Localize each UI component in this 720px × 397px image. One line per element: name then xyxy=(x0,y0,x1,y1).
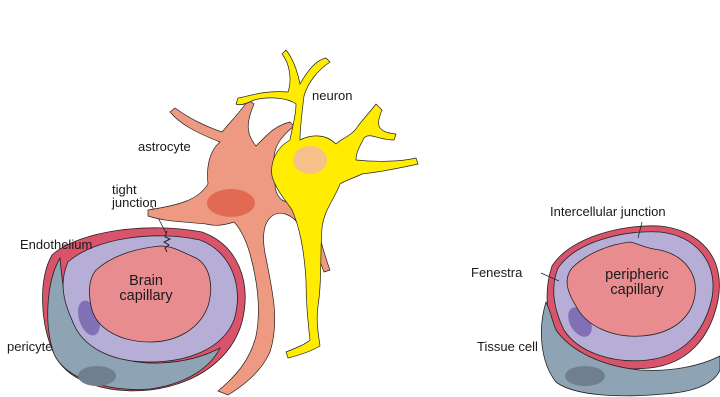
tissue-cell-label: Tissue cell xyxy=(477,340,538,354)
pericyte-nucleus xyxy=(78,366,116,386)
peripheric-capillary-group xyxy=(541,222,720,396)
peripheric-capillary-label-line2: capillary xyxy=(596,283,678,297)
fenestra-label: Fenestra xyxy=(471,266,522,280)
astrocyte-nucleus xyxy=(207,189,255,217)
intercellular-junction-label: Intercellular junction xyxy=(550,205,666,219)
astrocyte-label: astrocyte xyxy=(138,140,191,154)
brain-capillary-label-line1: Brain xyxy=(110,274,182,288)
neuron-nucleus xyxy=(293,146,327,174)
tissue-cell-nucleus xyxy=(565,366,605,386)
tight-junction-label-line2: junction xyxy=(112,196,157,210)
peripheric-capillary-label-line1: peripheric xyxy=(596,268,678,282)
brain-capillary-label-line2: capillary xyxy=(110,289,182,303)
pericyte-label: pericyte xyxy=(7,340,53,354)
neuron-label: neuron xyxy=(312,89,352,103)
endothelium-label: Endothelium xyxy=(20,238,92,252)
